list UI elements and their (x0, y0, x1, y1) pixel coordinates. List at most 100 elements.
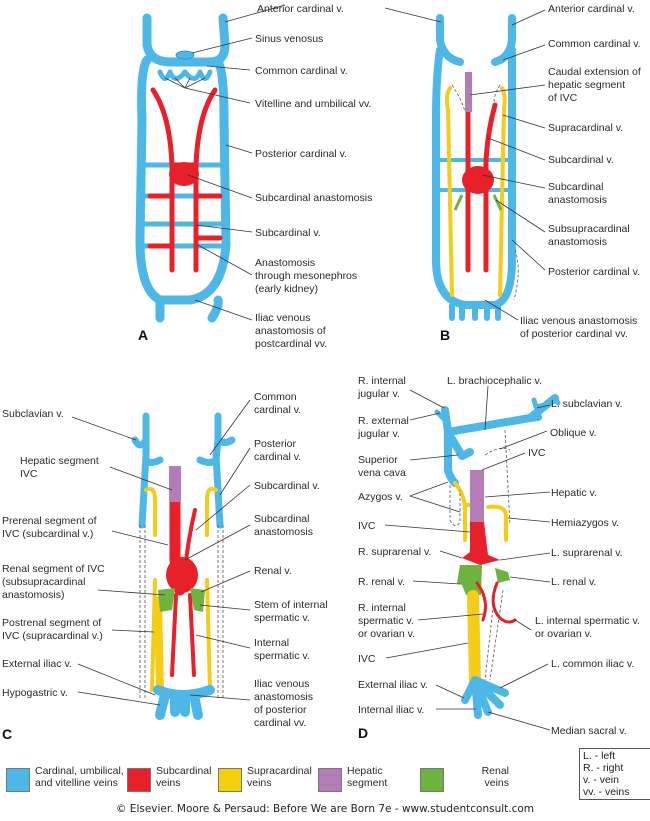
legend-swatch-renal (420, 768, 444, 792)
panel-d-hepatic-segment (470, 470, 484, 522)
label-d-r-external-jugular-1: R. external (358, 415, 409, 427)
panel-a-vitelline (157, 69, 213, 81)
panel-c-iliac-anastomosis (153, 685, 215, 720)
label-a-iliac-2: anastomosis of (255, 325, 326, 337)
label-c-common-cardinal-1: Common (254, 391, 297, 403)
label-d-l-suprarenal: L. suprarenal v. (551, 547, 623, 559)
panel-c-drawing (131, 412, 236, 720)
legend-swatch-hepatic (318, 768, 342, 792)
panel-c-subcardinal-anastomosis (166, 557, 198, 593)
panel-d-letter: D (358, 725, 368, 741)
label-c-common-cardinal-2: cardinal v. (254, 404, 301, 416)
panel-d-upper-veins (441, 394, 559, 487)
label-c-hypogastric: Hypogastric v. (2, 687, 68, 699)
label-a-iliac-3: postcardinal vv. (255, 338, 327, 350)
label-c-iliac-2: anastomosis (254, 691, 313, 703)
panel-d-leaders (384, 385, 551, 731)
panel-b-dashed (451, 84, 519, 301)
abbreviation-key: L. - left R. - right v. - vein vv. - vei… (579, 748, 650, 800)
label-d-r-external-jugular-2: jugular v. (357, 428, 400, 440)
label-d-ivc-mid: IVC (358, 520, 376, 532)
label-d-oblique: Oblique v. (550, 427, 597, 439)
label-d-hepatic: Hepatic v. (551, 487, 597, 499)
color-legend: Cardinal, umbilical, and vitelline veins… (0, 765, 650, 797)
label-a-vitelline-umbilical: Vitelline and umbilical vv. (255, 98, 371, 110)
label-d-hemiazygos: Hemiazygos v. (551, 517, 619, 529)
label-d-r-internal-jugular-1: R. internal (358, 375, 406, 387)
panel-c-renal-segment (158, 588, 205, 612)
legend-item-renal: Renal veins (420, 765, 509, 792)
abbr-vein: v. - vein (583, 774, 619, 786)
label-c-renal-seg-2: (subsupracardinal (2, 576, 85, 588)
label-b-iliac-2: of posterior cardinal vv. (520, 328, 628, 340)
panel-b-subsupra (453, 194, 503, 211)
legend-label: veins (484, 777, 509, 789)
label-c-postrenal-2: IVC (supracardinal v.) (2, 630, 103, 642)
label-c-stem-1: Stem of internal (254, 599, 328, 611)
label-b-posterior-cardinal: Posterior cardinal v. (548, 266, 640, 278)
copyright-credit: © Elsevier. Moore & Persaud: Before We a… (115, 803, 535, 815)
label-c-iliac-3: of posterior (254, 704, 307, 716)
label-c-renal-seg-1: Renal segment of IVC (2, 563, 105, 575)
panel-c-postrenal (154, 596, 164, 694)
label-b-subsupra-2: anastomosis (548, 236, 607, 248)
label-d-svc-2: vena cava (358, 467, 406, 479)
label-a-mesonephros-3: (early kidney) (255, 283, 318, 295)
panel-a-leaders (164, 4, 286, 321)
label-d-l-int-sperm-2: or ovarian v. (535, 628, 592, 640)
panel-b-subcardinal (465, 102, 498, 273)
legend-label: veins (156, 777, 181, 789)
panel-b-hepatic-segment (465, 72, 472, 112)
label-b-subcardinal: Subcardinal v. (548, 154, 614, 166)
label-c-iliac-4: cardinal vv. (254, 717, 306, 729)
label-d-l-int-sperm-1: L. internal spermatic v. (535, 615, 640, 627)
panel-b-letter: B (440, 327, 450, 343)
panel-b-leaders (384, 7, 546, 321)
legend-label: segment (347, 777, 388, 789)
legend-label: veins (247, 777, 272, 789)
label-d-r-int-sperm-2: spermatic v. (358, 615, 414, 627)
panel-b-subcardinal-anastomosis (462, 166, 494, 194)
panel-d-ivc-lower (467, 590, 481, 686)
panel-b-supracardinal (444, 86, 507, 297)
panel-c-dashed (139, 525, 224, 700)
label-c-stem-2: spermatic v. (254, 612, 310, 624)
label-d-r-int-sperm-1: R. internal (358, 602, 406, 614)
label-a-sinus-venosus: Sinus venosus (255, 33, 323, 45)
abbr-veins: vv. - veins (583, 786, 630, 798)
panel-d-drawing (434, 394, 561, 719)
label-b-caudal-ext-2: hepatic segment (548, 79, 625, 91)
label-d-svc-1: Superior (358, 454, 398, 466)
legend-label: Hepatic (347, 765, 383, 777)
label-d-l-common-iliac: L. common iliac v. (551, 658, 634, 670)
panel-a-letter: A (138, 327, 148, 343)
label-c-external-iliac: External iliac v. (2, 658, 72, 670)
label-d-external-iliac: External iliac v. (358, 679, 428, 691)
label-c-hepatic-2: IVC (20, 468, 38, 480)
panel-c-cardinal-veins (131, 412, 236, 529)
panel-b-iliac (449, 302, 501, 321)
label-d-ivc-low: IVC (358, 653, 376, 665)
panel-a-subcardinal-anastomosis (169, 162, 199, 186)
panel-c-letter: C (2, 726, 12, 742)
legend-swatch-cardinal (6, 768, 30, 792)
label-c-subcardinal-anast-2: anastomosis (254, 526, 313, 538)
legend-swatch-supracardinal (218, 768, 242, 792)
panel-a-drawing (135, 13, 231, 323)
label-d-median-sacral: Median sacral v. (551, 725, 627, 737)
label-c-subcardinal: Subcardinal v. (254, 480, 320, 492)
abbr-right: R. - right (583, 762, 624, 774)
label-b-anterior-cardinal: Anterior cardinal v. (548, 3, 635, 15)
legend-item-hepatic: Hepatic segment (318, 765, 457, 792)
label-c-subcardinal-anast-1: Subcardinal (254, 513, 309, 525)
label-a-common-cardinal: Common cardinal v. (255, 65, 348, 77)
label-d-r-suprarenal: R. suprarenal v. (358, 546, 431, 558)
legend-label: Renal (481, 765, 509, 777)
label-b-subcardinal-anast-1: Subcardinal (548, 181, 603, 193)
label-d-internal-iliac: Internal iliac v. (358, 704, 424, 716)
legend-label: Subcardinal (156, 765, 212, 777)
label-c-internal-spermatic-1: Internal (254, 637, 289, 649)
legend-label: and vitelline veins (35, 777, 118, 789)
label-c-prerenal-1: Prerenal segment of (2, 515, 97, 527)
label-b-caudal-ext-3: of IVC (548, 92, 578, 104)
